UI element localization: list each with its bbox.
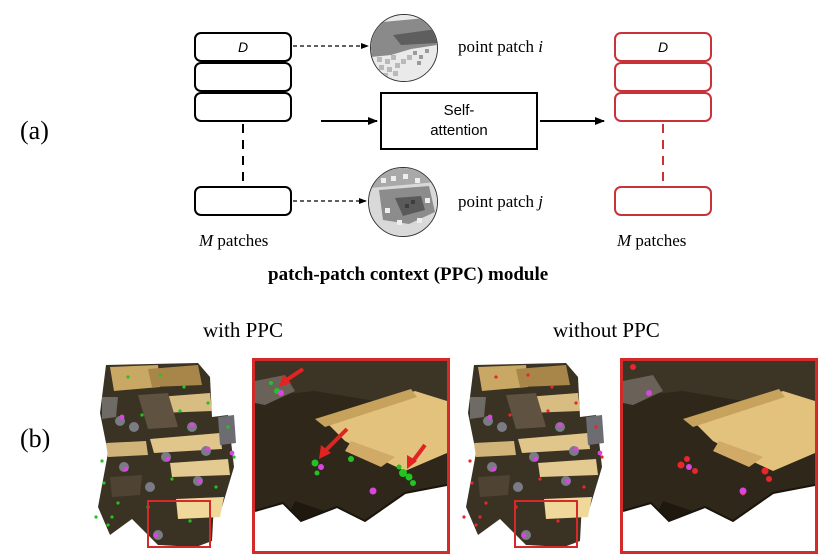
input-stack-caption-rest: patches: [213, 231, 269, 250]
point-patch-j-var: j: [538, 192, 543, 211]
panel-b-label: (b): [20, 424, 51, 453]
output-stack-caption: M patches: [617, 231, 686, 251]
output-patch-m: [614, 186, 712, 216]
without-ppc-zoom-view: [620, 358, 818, 554]
point-patch-j-image: [368, 167, 438, 237]
point-patch-i-label: point patch i: [458, 37, 543, 57]
input-patch-3: [194, 92, 292, 122]
output-stack-caption-rest: patches: [631, 231, 687, 250]
without-ppc-title: without PPC: [553, 318, 660, 342]
point-patch-j-text: point patch: [458, 192, 539, 211]
input-patch-2: [194, 62, 292, 92]
point-patch-j-label: point patch j: [458, 192, 543, 212]
without-ppc-zoom-region: [514, 500, 578, 548]
with-ppc-zoom-view: [252, 358, 450, 554]
point-patch-i-image: [370, 14, 438, 82]
output-patch-d-label: D: [657, 39, 669, 55]
with-ppc-title: with PPC: [203, 318, 283, 342]
output-patch-2: [614, 62, 712, 92]
output-stack-caption-var: M: [617, 231, 632, 250]
panel-a-label: (a): [20, 116, 49, 145]
without-ppc-zoom-svg: [623, 361, 815, 551]
input-patch-d: D: [194, 32, 292, 62]
point-patch-i-dots: [371, 15, 437, 81]
self-attention-box: Self- attention: [380, 92, 538, 150]
input-stack-caption-var: M: [199, 231, 214, 250]
panel-a-connectors: [242, 43, 664, 204]
input-stack-caption: M patches: [199, 231, 268, 251]
with-ppc-zoom-region: [147, 500, 211, 548]
self-attention-text: Self- attention: [430, 101, 488, 141]
point-patch-i-var: i: [538, 37, 543, 56]
self-attention-line1: Self-: [443, 102, 475, 119]
output-patch-3: [614, 92, 712, 122]
output-patch-d: D: [614, 32, 712, 62]
point-patch-j-dots: [369, 168, 437, 236]
input-patch-m: [194, 186, 292, 216]
with-ppc-zoom-svg: [255, 361, 447, 551]
module-caption: patch-patch context (PPC) module: [268, 264, 549, 285]
point-patch-i-text: point patch: [458, 37, 539, 56]
input-patch-d-label: D: [237, 39, 249, 55]
self-attention-line2: attention: [430, 122, 488, 139]
